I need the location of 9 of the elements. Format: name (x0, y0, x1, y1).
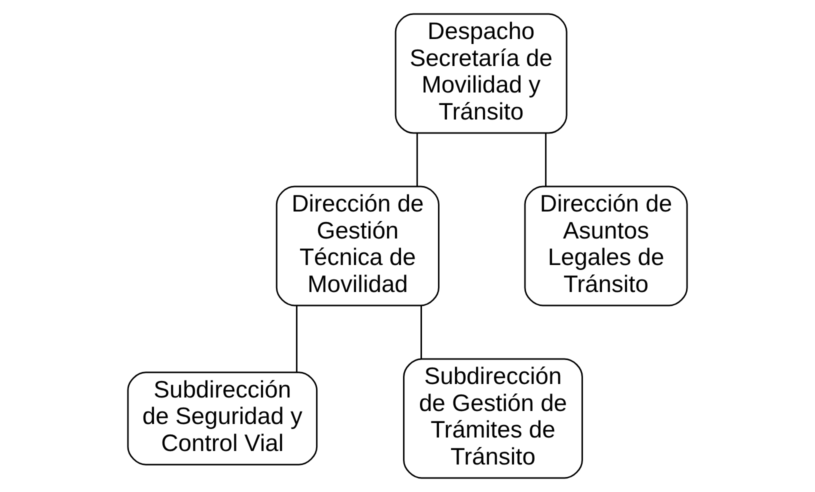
node-box: Subdirección de Gestión de Trámites de Tránsito (403, 358, 583, 479)
connector (416, 133, 418, 186)
node-box: Dirección de Gestión Técnica de Movilidad (276, 186, 440, 306)
node-box: Despacho Secretaría de Movilidad y Tránsito (394, 13, 568, 134)
node-box: Dirección de Asuntos Legales de Tránsito (524, 186, 688, 306)
node-box: Subdirección de Seguridad y Control Vial (127, 372, 318, 466)
connector (545, 133, 547, 186)
connector (420, 306, 422, 359)
connector (296, 306, 298, 372)
